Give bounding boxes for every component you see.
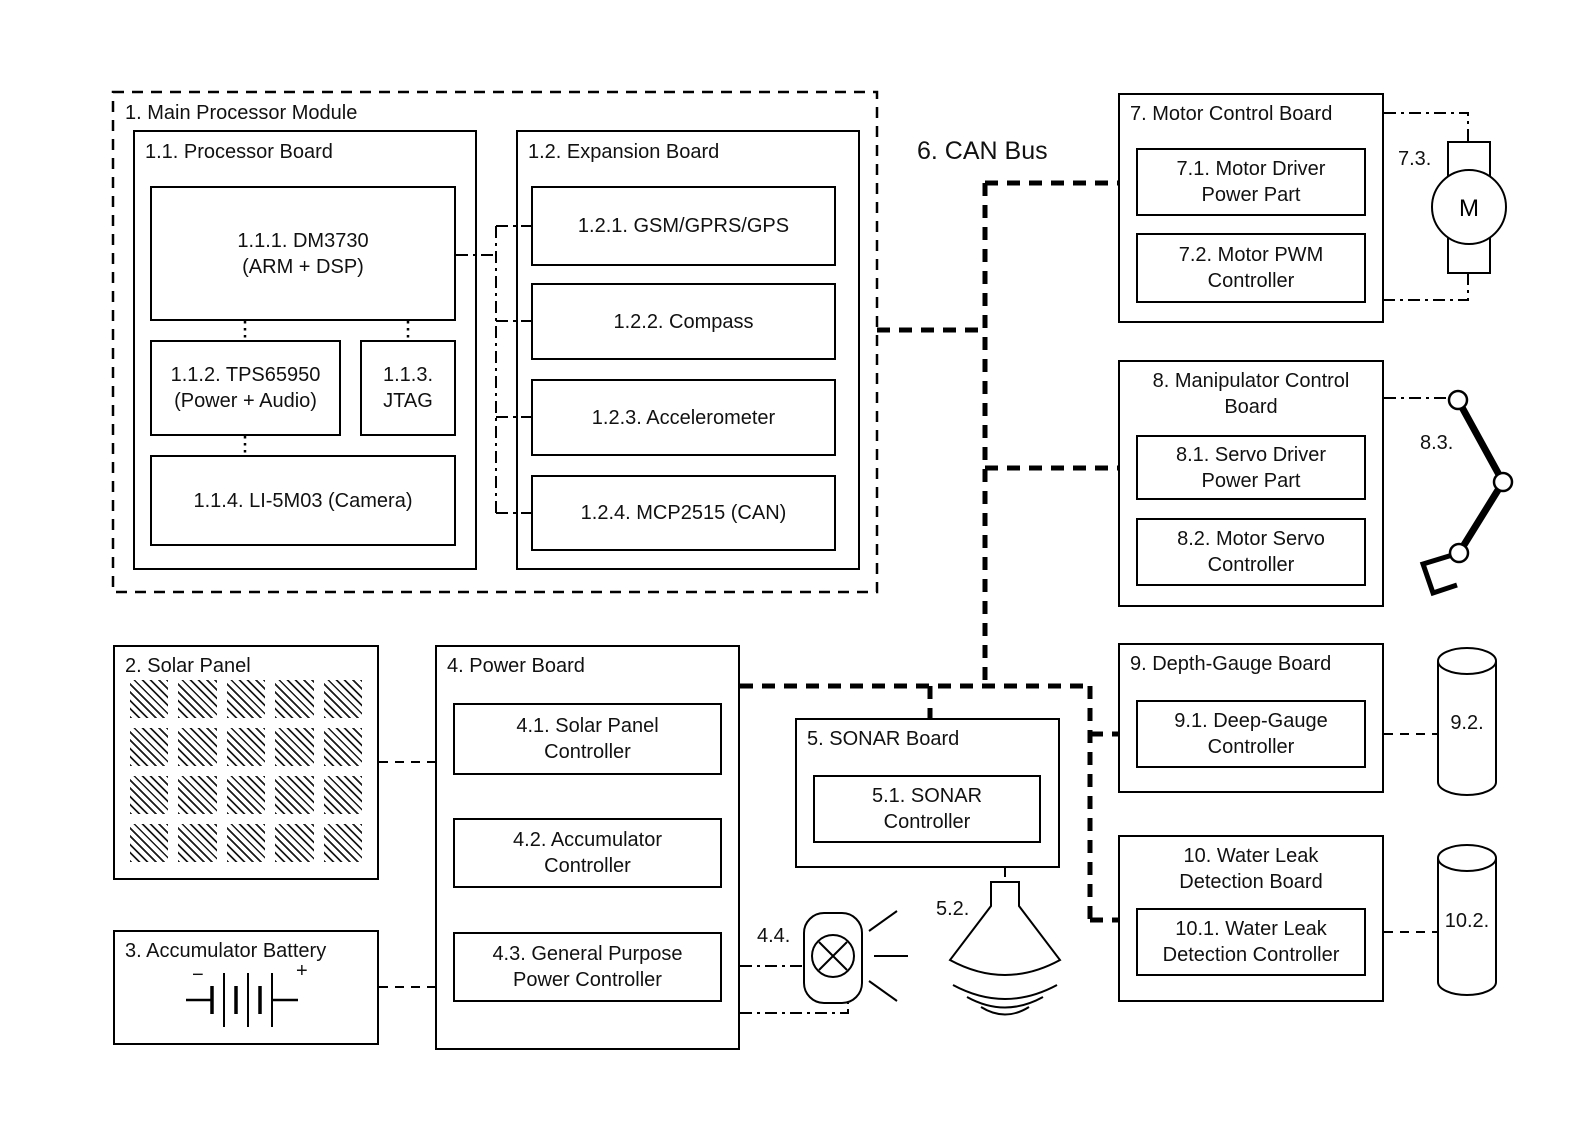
main-module-title: 1. Main Processor Module	[125, 102, 358, 124]
mcp2515-block: 1.2.4. MCP2515 (CAN)	[531, 475, 836, 551]
main-processor-module-border	[111, 90, 879, 594]
transducer-label: 5.2.	[936, 898, 970, 920]
tps65950-block: 1.1.2. TPS65950 (Power + Audio)	[150, 340, 341, 436]
compass-block: 1.2.2. Compass	[531, 283, 836, 360]
solar-cell	[178, 680, 217, 718]
can-bus-label: 6. CAN Bus	[917, 137, 1048, 165]
solar-cell	[323, 680, 362, 718]
depth-controller-block: 9.1. Deep-Gauge Controller	[1136, 700, 1366, 768]
solar-cell	[275, 728, 314, 766]
solar-cell	[178, 728, 217, 766]
dashed-connections	[379, 733, 1438, 988]
solar-panel-box	[113, 645, 379, 880]
battery-title: 3. Accumulator Battery	[125, 940, 327, 962]
leak-sensor-symbol	[1437, 844, 1497, 996]
arm-symbol-label: 8.3.	[1420, 432, 1454, 454]
solar-cell	[130, 776, 169, 814]
leak-board-box	[1118, 835, 1384, 1002]
power-board-box	[435, 645, 740, 1050]
camera-block: 1.1.4. LI-5M03 (Camera)	[150, 455, 456, 546]
lamp-label: 4.4.	[757, 925, 791, 947]
solar-controller-block: 4.1. Solar Panel Controller	[453, 703, 722, 775]
sonar-wave-3	[980, 1006, 1030, 1016]
accelerometer-block: 1.2.3. Accelerometer	[531, 379, 836, 456]
solar-cell	[323, 824, 362, 862]
solar-cell	[178, 824, 217, 862]
motor-letter: M	[1459, 195, 1479, 222]
motor-driver-block: 7.1. Motor Driver Power Part	[1136, 148, 1366, 216]
solar-cell	[323, 728, 362, 766]
sonar-wave-2	[966, 996, 1044, 1009]
manipulator-board-box	[1118, 360, 1384, 607]
dm3730-block: 1.1.1. DM3730 (ARM + DSP)	[150, 186, 456, 321]
manipulator-arm-symbol	[1419, 389, 1514, 597]
leak-sensor-label: 10.2.	[1444, 910, 1490, 932]
battery-box	[113, 930, 379, 1045]
motorboard-to-motor-top-line	[1384, 112, 1469, 142]
solar-cell	[275, 776, 314, 814]
expansion-board-title: 1.2. Expansion Board	[528, 141, 720, 163]
motor-symbol-label: 7.3.	[1398, 148, 1432, 170]
solar-cell	[226, 776, 266, 814]
power-board-title: 4. Power Board	[447, 655, 585, 677]
depth-board-title: 9. Depth-Gauge Board	[1130, 653, 1332, 675]
solar-cell	[275, 680, 314, 718]
solar-cell-grid	[130, 680, 362, 862]
can-bus-lines	[740, 180, 1118, 923]
lamp-symbol	[803, 910, 908, 1004]
servo-driver-block: 8.1. Servo Driver Power Part	[1136, 435, 1366, 500]
sonar-board-box	[795, 718, 1060, 868]
solar-cell	[130, 728, 169, 766]
sonar-wave-1	[952, 984, 1058, 1000]
leak-controller-block: 10.1. Water Leak Detection Controller	[1136, 908, 1366, 976]
depth-gauge-symbol	[1437, 647, 1497, 796]
sonar-transducer-symbol	[948, 881, 1062, 1016]
motor-board-title: 7. Motor Control Board	[1130, 103, 1333, 125]
battery-icon	[186, 973, 298, 1027]
motor-board-box	[1118, 93, 1384, 323]
depth-board-box	[1118, 643, 1384, 793]
solar-cell	[178, 776, 217, 814]
servo-controller-block: 8.2. Motor Servo Controller	[1136, 518, 1366, 586]
solar-panel-title: 2. Solar Panel	[125, 655, 251, 677]
solar-cell	[226, 680, 266, 718]
powerboard-to-lamp-line2	[740, 1003, 849, 1014]
solar-cell	[275, 824, 314, 862]
gauge-symbol-label: 9.2.	[1450, 712, 1484, 734]
general-power-controller-block: 4.3. General Purpose Power Controller	[453, 932, 722, 1002]
lamp-rays	[868, 910, 908, 1002]
processor-board-title: 1.1. Processor Board	[145, 141, 333, 163]
solar-cell	[323, 776, 362, 814]
motor-pwm-block: 7.2. Motor PWM Controller	[1136, 233, 1366, 303]
battery-minus-sign: −	[192, 964, 204, 986]
gsm-block: 1.2.1. GSM/GPRS/GPS	[531, 186, 836, 266]
battery-plus-sign: +	[296, 960, 308, 982]
manipulator-board-title: 8. Manipulator Control Board	[1152, 370, 1350, 418]
sonar-board-title: 5. SONAR Board	[807, 728, 960, 750]
solar-cell	[226, 824, 266, 862]
processor-board-box	[133, 130, 477, 570]
jtag-block: 1.1.3. JTAG	[360, 340, 456, 436]
motor-symbol: M	[1431, 141, 1507, 274]
solar-cell	[130, 824, 169, 862]
accumulator-controller-block: 4.2. Accumulator Controller	[453, 818, 722, 888]
internal-dotted-links	[243, 321, 410, 455]
solar-cell	[226, 728, 266, 766]
sonar-controller-block: 5.1. SONAR Controller	[813, 775, 1041, 843]
solar-cell	[130, 680, 169, 718]
expansion-board-box	[516, 130, 860, 570]
motorboard-to-motor-bottom-line	[1384, 273, 1469, 301]
dashdot-connections	[456, 112, 1469, 1014]
leak-board-title: 10. Water Leak Detection Board	[1179, 845, 1323, 893]
